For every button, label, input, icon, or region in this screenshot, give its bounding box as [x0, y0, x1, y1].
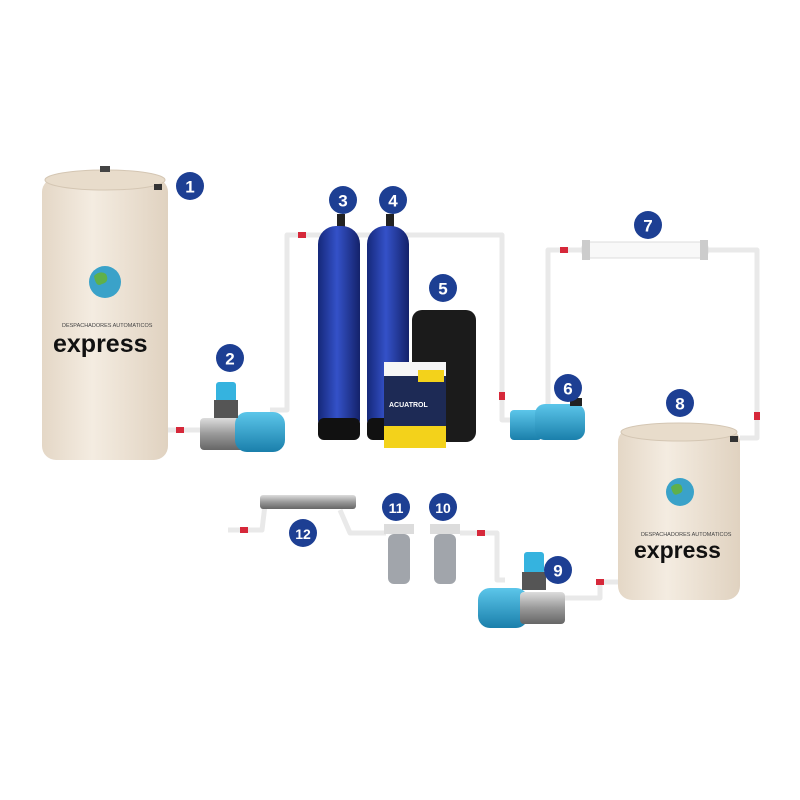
storage-tank-1: DESPACHADORES AUTOMATICOS express — [42, 166, 168, 460]
badge-10: 10 — [429, 493, 457, 521]
pipe-uv12-inlet — [228, 504, 268, 533]
svg-text:9: 9 — [553, 562, 562, 581]
pipe-uv7-to-tank8 — [708, 247, 760, 441]
badge-5: 5 — [429, 274, 457, 302]
valve[interactable] — [499, 392, 505, 400]
svg-text:2: 2 — [225, 350, 234, 369]
salt-bag-brand: ACUATROL — [389, 402, 428, 409]
valve[interactable] — [176, 427, 184, 433]
badge-3: 3 — [329, 186, 357, 214]
badge-12: 12 — [289, 519, 317, 547]
pipe-pump6-to-uv7 — [545, 247, 582, 410]
logo-tagline: DESPACHADORES AUTOMATICOS — [62, 323, 153, 329]
svg-text:1: 1 — [185, 178, 194, 197]
pipe-pump9-to-filters — [460, 530, 505, 583]
logo-brand: express — [53, 330, 148, 358]
badge-11: 11 — [382, 493, 410, 521]
valve[interactable] — [477, 530, 485, 536]
svg-text:5: 5 — [438, 280, 447, 299]
pipe-filters-to-uv12 — [337, 509, 386, 536]
express-logo: DESPACHADORES AUTOMATICOS express — [53, 266, 153, 358]
cartridge-filter-10 — [430, 524, 460, 584]
badge-4: 4 — [379, 186, 407, 214]
pipe-tank8-to-pump9 — [565, 579, 618, 601]
badge-8: 8 — [666, 389, 694, 417]
svg-text:10: 10 — [435, 500, 451, 516]
valve[interactable] — [596, 579, 604, 585]
uv-lamp-7 — [581, 240, 709, 260]
number-badges: 1 2 3 4 5 6 7 8 9 10 11 12 — [176, 172, 694, 584]
uv-sterilizer-12 — [260, 495, 356, 509]
svg-text:8: 8 — [675, 395, 684, 414]
valve[interactable] — [754, 412, 760, 420]
pump-6 — [510, 398, 585, 440]
valves — [176, 232, 760, 585]
brine-tank-5: ACUATROL — [384, 310, 476, 448]
express-logo: DESPACHADORES AUTOMATICOS express — [634, 478, 732, 563]
badge-9: 9 — [544, 556, 572, 584]
svg-text:3: 3 — [338, 192, 347, 211]
valve[interactable] — [240, 527, 248, 533]
sediment-filter-3 — [318, 214, 360, 440]
salt-bag: ACUATROL — [384, 362, 446, 448]
logo-brand: express — [634, 537, 721, 563]
badge-1: 1 — [176, 172, 204, 200]
svg-text:12: 12 — [295, 526, 311, 542]
badge-2: 2 — [216, 344, 244, 372]
cartridge-filter-11 — [384, 524, 414, 584]
svg-text:6: 6 — [563, 380, 572, 399]
logo-tagline: DESPACHADORES AUTOMATICOS — [641, 532, 732, 538]
pump-2 — [200, 382, 285, 452]
pump-9 — [478, 552, 565, 628]
svg-text:4: 4 — [388, 192, 398, 211]
valve[interactable] — [560, 247, 568, 253]
svg-text:7: 7 — [643, 217, 652, 236]
badge-7: 7 — [634, 211, 662, 239]
svg-text:11: 11 — [389, 500, 404, 516]
badge-6: 6 — [554, 374, 582, 402]
valve[interactable] — [298, 232, 306, 238]
pipe-filters-to-pump6 — [400, 232, 515, 423]
storage-tank-8: DESPACHADORES AUTOMATICOS express — [618, 422, 740, 600]
